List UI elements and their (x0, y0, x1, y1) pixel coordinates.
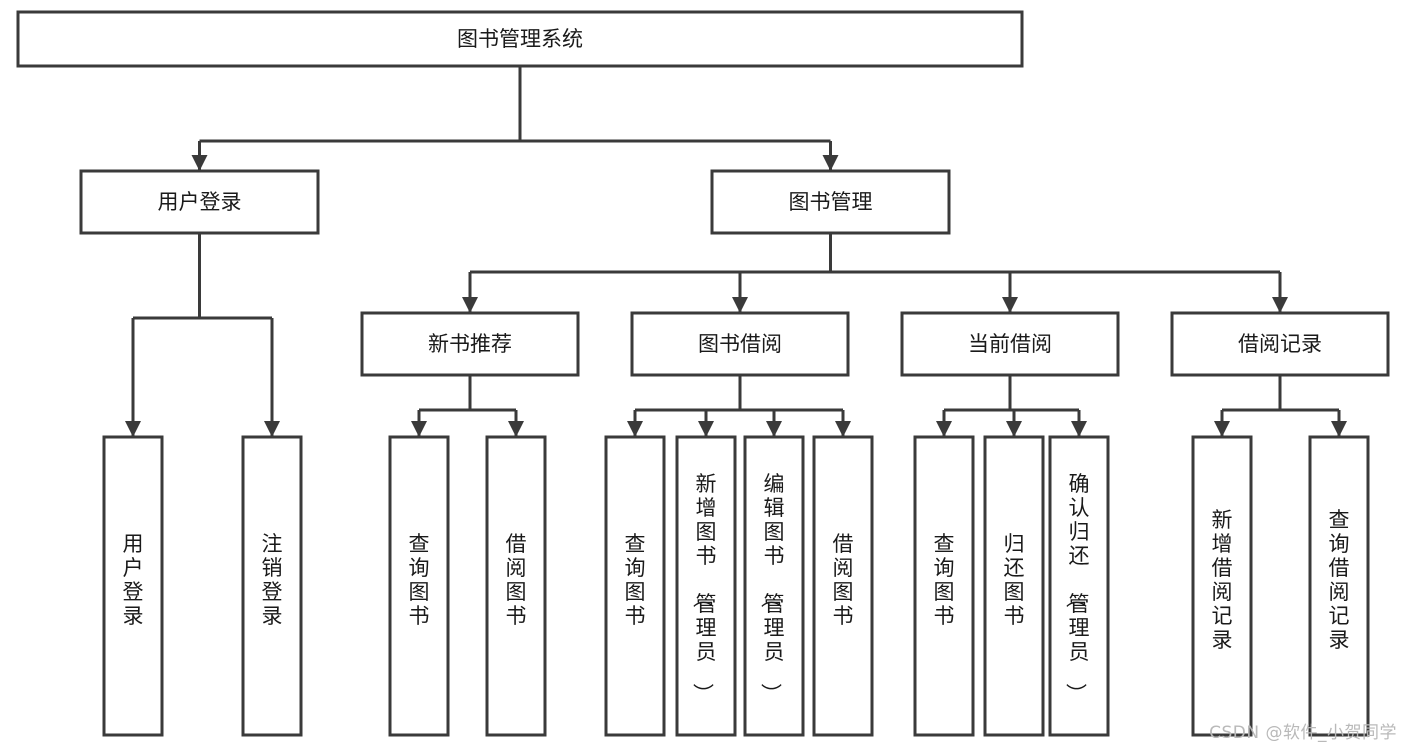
link-group-1-arrow-3 (835, 421, 851, 437)
leaf-group-1-0-box (604, 435, 666, 737)
link-group-3-arrow-0 (1214, 421, 1230, 437)
link-root-arrow-0 (191, 155, 208, 171)
node-group-3[interactable]: 借阅记录 (1170, 311, 1390, 377)
link-book-manage-arrow-3 (1272, 297, 1288, 313)
node-group-1-label: 图书借阅 (698, 332, 782, 356)
link-group-0-arrow-0 (411, 421, 427, 437)
node-book-manage[interactable]: 图书管理 (710, 169, 951, 235)
leaf-group-1-1-label: 新增图书（管理员） (691, 472, 717, 704)
link-group-1-arrow-0 (627, 421, 643, 437)
node-group-0-label: 新书推荐 (428, 332, 512, 356)
link-book-manage-arrow-2 (1002, 297, 1018, 313)
leaf-group-2-1[interactable]: 归还图书 (983, 435, 1045, 737)
link-book-manage-arrow-0 (462, 297, 478, 313)
leaf-group-2-1-box (983, 435, 1045, 737)
node-layer: 图书管理系统用户登录用户登录注销登录图书管理新书推荐查询图书借阅图书图书借阅查询… (16, 10, 1390, 737)
link-root-arrow-1 (822, 155, 839, 171)
leaf-group-1-2-label: 编辑图书（管理员） (759, 472, 785, 704)
link-group-0-arrow-1 (508, 421, 524, 437)
link-group-2-arrow-1 (1006, 421, 1022, 437)
node-group-1-box (630, 311, 850, 377)
link-book-manage-arrow-1 (732, 297, 748, 313)
leaf-group-3-1[interactable]: 查询借阅记录 (1308, 435, 1370, 737)
node-user-login[interactable]: 用户登录 (79, 169, 320, 235)
leaf-group-1-2[interactable]: 编辑图书（管理员） (743, 435, 805, 737)
leaf-group-2-2-box (1048, 435, 1110, 737)
node-root-box (16, 10, 1024, 68)
node-user-login-label: 用户登录 (158, 190, 242, 214)
leaf-group-1-0-label: 查询图书 (625, 532, 646, 628)
leaf-group-0-0-label: 查询图书 (409, 532, 430, 628)
link-group-1-arrow-2 (766, 421, 782, 437)
link-group-1-arrow-1 (698, 421, 714, 437)
node-book-manage-box (710, 169, 951, 235)
node-root[interactable]: 图书管理系统 (16, 10, 1024, 68)
node-user-login-box (79, 169, 320, 235)
leaf-group-3-1-box (1308, 435, 1370, 737)
leaf-group-1-3-label: 借阅图书 (833, 532, 854, 628)
node-group-1[interactable]: 图书借阅 (630, 311, 850, 377)
leaf-group-0-1[interactable]: 借阅图书 (485, 435, 547, 737)
node-group-0[interactable]: 新书推荐 (360, 311, 580, 377)
link-user-login-arrow-1 (264, 421, 280, 437)
link-group-2-arrow-0 (936, 421, 952, 437)
leaf-group-3-1-label: 查询借阅记录 (1329, 508, 1350, 652)
leaf-group-3-0-box (1191, 435, 1253, 737)
leaf-group-0-0[interactable]: 查询图书 (388, 435, 450, 737)
leaf-user-login-1-label: 注销登录 (262, 532, 283, 628)
leaf-group-1-3[interactable]: 借阅图书 (812, 435, 874, 737)
node-group-3-label: 借阅记录 (1238, 332, 1322, 356)
node-book-manage-label: 图书管理 (789, 190, 873, 214)
leaf-group-3-0[interactable]: 新增借阅记录 (1191, 435, 1253, 737)
leaf-group-1-0[interactable]: 查询图书 (604, 435, 666, 737)
leaf-group-1-1-box (675, 435, 737, 737)
node-group-0-box (360, 311, 580, 377)
node-group-3-box (1170, 311, 1390, 377)
leaf-group-3-0-label: 新增借阅记录 (1212, 508, 1233, 652)
leaf-group-2-0[interactable]: 查询图书 (913, 435, 975, 737)
leaf-user-login-0-box (102, 435, 164, 737)
leaf-user-login-1[interactable]: 注销登录 (241, 435, 303, 737)
leaf-group-2-1-label: 归还图书 (1004, 532, 1025, 628)
link-group-2-arrow-2 (1071, 421, 1087, 437)
leaf-group-2-0-box (913, 435, 975, 737)
leaf-group-1-3-box (812, 435, 874, 737)
node-group-2-box (900, 311, 1120, 377)
connector-layer (125, 66, 1347, 437)
leaf-group-1-1[interactable]: 新增图书（管理员） (675, 435, 737, 737)
leaf-group-2-0-label: 查询图书 (934, 532, 955, 628)
leaf-user-login-1-box (241, 435, 303, 737)
leaf-group-2-2[interactable]: 确认归还（管理员） (1048, 435, 1110, 737)
leaf-user-login-0[interactable]: 用户登录 (102, 435, 164, 737)
node-root-label: 图书管理系统 (457, 27, 583, 51)
node-group-2[interactable]: 当前借阅 (900, 311, 1120, 377)
leaf-group-0-0-box (388, 435, 450, 737)
link-group-3-arrow-1 (1331, 421, 1347, 437)
leaf-user-login-0-label: 用户登录 (123, 532, 144, 628)
link-user-login-arrow-0 (125, 421, 141, 437)
node-group-2-label: 当前借阅 (968, 332, 1052, 356)
leaf-group-1-2-box (743, 435, 805, 737)
leaf-group-0-1-label: 借阅图书 (506, 532, 527, 628)
leaf-group-2-2-label: 确认归还（管理员） (1064, 472, 1090, 704)
leaf-group-0-1-box (485, 435, 547, 737)
